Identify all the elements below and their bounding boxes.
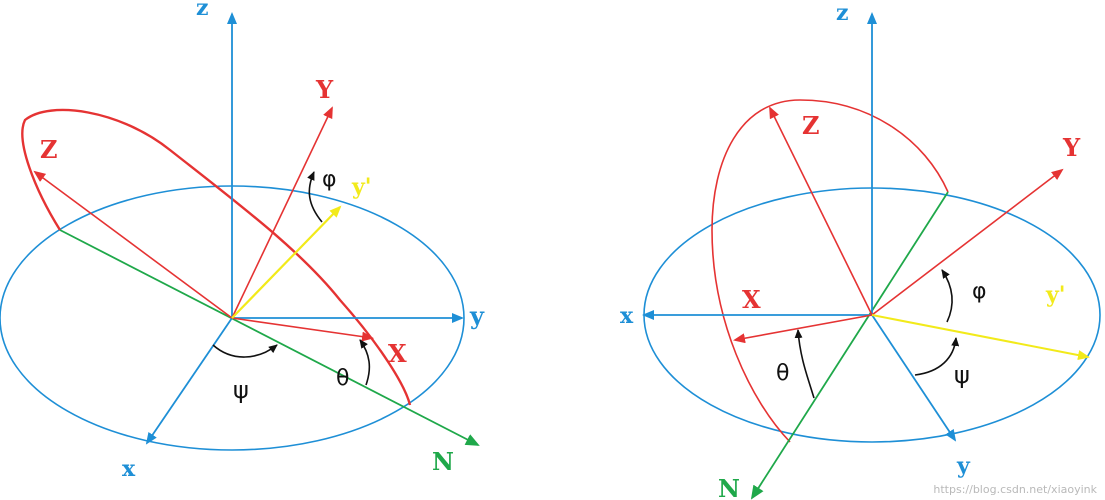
- right-tilted-circle: [711, 99, 949, 443]
- left-label-y-prime: y': [351, 174, 372, 200]
- left-axis-Y: [231, 106, 333, 319]
- left-label-y: y: [469, 301, 485, 330]
- left-axis-y-prime: [231, 205, 342, 319]
- right-label-X: X: [742, 285, 761, 314]
- right-psi-arc: [914, 337, 960, 376]
- right-node-line-N: [750, 191, 949, 500]
- right-label-y: y: [956, 453, 971, 479]
- left-psi-arc: [212, 344, 278, 358]
- left-axis-X: [231, 317, 374, 342]
- left-label-x: x: [122, 456, 136, 482]
- left-label-psi: ψ: [233, 376, 249, 404]
- right-theta-arc: [794, 329, 815, 399]
- left-phi-arc: [307, 171, 323, 223]
- left-label-Z: Z: [40, 135, 58, 164]
- left-label-X: X: [388, 339, 407, 368]
- right-label-y-prime: y': [1045, 282, 1066, 308]
- left-axis-Z: [33, 170, 233, 319]
- watermark: https://blog.csdn.net/xiaoyink: [933, 483, 1097, 496]
- left-diagram: z y x Z Y X N y' φ θ ψ: [0, 0, 485, 482]
- right-label-z: z: [836, 0, 849, 26]
- right-label-N: N: [718, 474, 740, 500]
- right-label-Y: Y: [1062, 133, 1081, 162]
- right-label-psi: ψ: [954, 361, 970, 389]
- left-label-phi: φ: [322, 167, 337, 192]
- right-axis-X: [733, 314, 873, 344]
- left-tilted-circle: [21, 108, 412, 406]
- right-label-phi: φ: [972, 279, 987, 304]
- right-axis-y-prime: [871, 314, 1090, 360]
- right-axis-y: [871, 314, 957, 442]
- left-label-theta: θ: [336, 366, 349, 391]
- left-label-N: N: [432, 447, 454, 476]
- left-theta-arc: [359, 339, 371, 386]
- right-diagram: z x y Z Y X N y' φ θ ψ: [620, 0, 1101, 500]
- left-label-z: z: [196, 0, 209, 21]
- right-label-Z: Z: [802, 111, 820, 140]
- left-label-Y: Y: [315, 75, 334, 104]
- right-label-x: x: [620, 303, 634, 329]
- right-axis-Y: [871, 168, 1064, 316]
- right-axis-Z: [769, 106, 873, 316]
- left-node-line-N: [59, 229, 480, 446]
- left-axis-x: [145, 317, 233, 445]
- right-label-theta: θ: [776, 361, 789, 386]
- right-phi-arc: [941, 269, 953, 323]
